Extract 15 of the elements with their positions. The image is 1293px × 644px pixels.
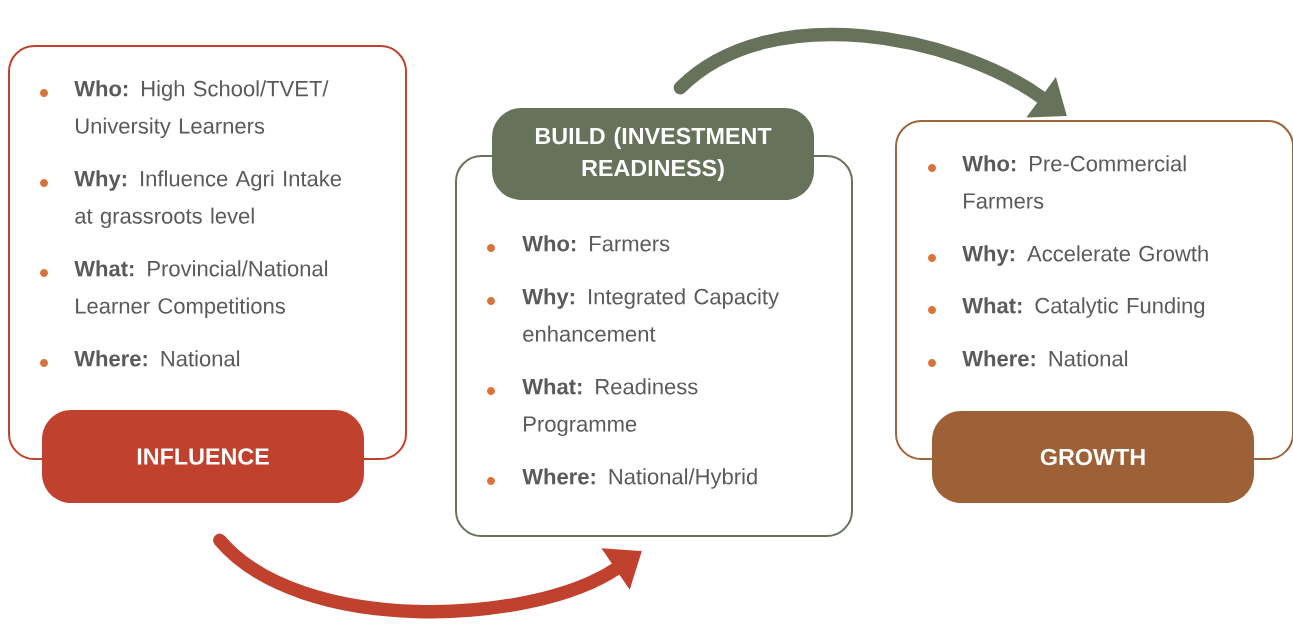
bullet-item: Who: Pre-Commercial Farmers (928, 155, 1186, 209)
bullet-item: Who: Farmers (487, 235, 670, 252)
bullet-item: Where: National (40, 350, 240, 367)
stage-label: INFLUENCE (42, 410, 364, 503)
bullet-item: Who: High School/TVET/ University Learners (40, 80, 329, 139)
bullet-item: Why: Influence Agri Intake at grassroots level (40, 170, 341, 229)
bullet-item: Where: National/Hybrid (487, 468, 757, 489)
bullet-item: What: Catalytic Funding (928, 297, 1205, 318)
bullet-item: Why: Accelerate Growth (928, 245, 1208, 266)
bullet-item: What: Readiness Programme (487, 378, 698, 437)
bullet-item: What: Provincial/National Learner Competitions (40, 260, 328, 319)
bullet-item: Where: National (928, 350, 1128, 367)
stage-label: BUILD (INVESTMENT READINESS) (492, 108, 814, 200)
bullet-item: Why: Integrated Capacity enhancement (487, 288, 779, 342)
stage-label: GROWTH (932, 411, 1254, 503)
